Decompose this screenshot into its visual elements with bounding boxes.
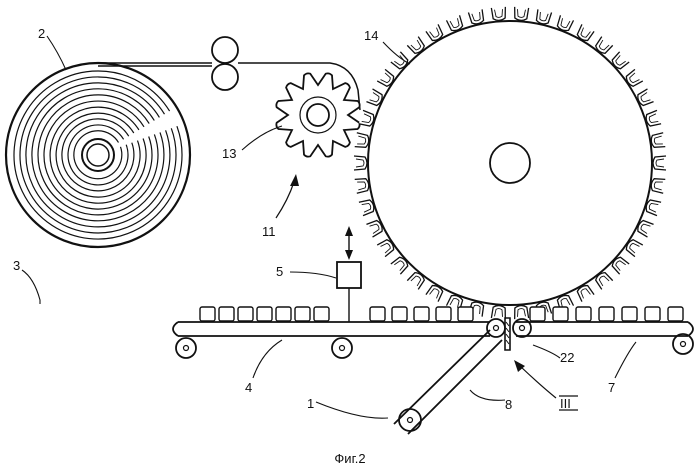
roll-ring [50, 107, 146, 203]
label-4: 4 [245, 380, 252, 395]
drum-cup [407, 270, 426, 289]
supply-roll [6, 63, 190, 247]
roll-ring [26, 83, 170, 227]
drum-cup [653, 156, 666, 170]
conveyor-right [513, 319, 693, 354]
drum-cup [426, 24, 445, 42]
cutter-blade [505, 318, 510, 350]
drum-cup [624, 238, 643, 257]
container [530, 307, 545, 321]
sprocket-outline [276, 73, 359, 156]
label-7: 7 [608, 380, 615, 395]
roll-ring [32, 89, 164, 221]
sensor-unit [337, 226, 361, 322]
drum-cup [377, 69, 396, 88]
container [436, 307, 451, 321]
drum-cup [354, 156, 367, 170]
label-2: 2 [38, 26, 45, 41]
drum-cup [650, 133, 665, 149]
drum-cup [610, 52, 629, 71]
sprocket-wheel [276, 73, 359, 156]
arrow-III [514, 360, 556, 398]
drum-rim [368, 21, 652, 305]
container [414, 307, 429, 321]
drum-cup [624, 69, 643, 88]
container [257, 307, 272, 321]
drum-cup [391, 52, 410, 71]
drum-cup [575, 283, 594, 301]
container [458, 307, 473, 321]
container [200, 307, 215, 321]
roll-ring [62, 119, 134, 191]
roll-hub-inner [87, 144, 109, 166]
roll-ring [44, 101, 152, 209]
conveyor-middle [360, 319, 505, 337]
drum-cup [491, 305, 506, 319]
drum-cup [594, 37, 613, 56]
drum-cup [514, 305, 529, 319]
drum-cup [426, 283, 445, 301]
drum-cup [391, 255, 410, 274]
label-14: 14 [364, 28, 378, 43]
label-III: III [560, 396, 571, 411]
label-22: 22 [560, 350, 574, 365]
container [576, 307, 591, 321]
drum-cup [491, 7, 506, 21]
label-11: 11 [262, 224, 276, 239]
container [370, 307, 385, 321]
label-8: 8 [505, 397, 512, 412]
label-5: 5 [276, 264, 283, 279]
container [622, 307, 637, 321]
container [599, 307, 614, 321]
drum-cup [377, 238, 396, 257]
roll-ring [68, 125, 128, 185]
container [392, 307, 407, 321]
label-13: 13 [222, 146, 236, 161]
drum-cup [355, 177, 370, 193]
container [314, 307, 329, 321]
figure-caption: Фиг.2 [334, 451, 365, 466]
drum-cup [407, 37, 426, 56]
container [238, 307, 253, 321]
container [645, 307, 660, 321]
arrow-11 [276, 174, 299, 218]
container [276, 307, 291, 321]
container [295, 307, 310, 321]
roll-outer [6, 63, 190, 247]
nip-roller-top [212, 37, 238, 63]
drum-cup [514, 7, 529, 21]
container [668, 307, 683, 321]
container [553, 307, 568, 321]
container-row [200, 307, 683, 321]
nip-roller-bottom [212, 64, 238, 90]
inclined-conveyor [394, 330, 502, 434]
label-1: 1 [307, 396, 314, 411]
drum-cup [594, 270, 613, 289]
label-3: 3 [13, 258, 20, 273]
drum-cup [575, 24, 594, 42]
drum-cup [355, 133, 370, 149]
rotary-drum [354, 7, 666, 319]
drum-hub [490, 143, 530, 183]
container [219, 307, 234, 321]
drum-cup [610, 255, 629, 274]
drum-cup [650, 177, 665, 193]
roll-ring [14, 71, 182, 239]
